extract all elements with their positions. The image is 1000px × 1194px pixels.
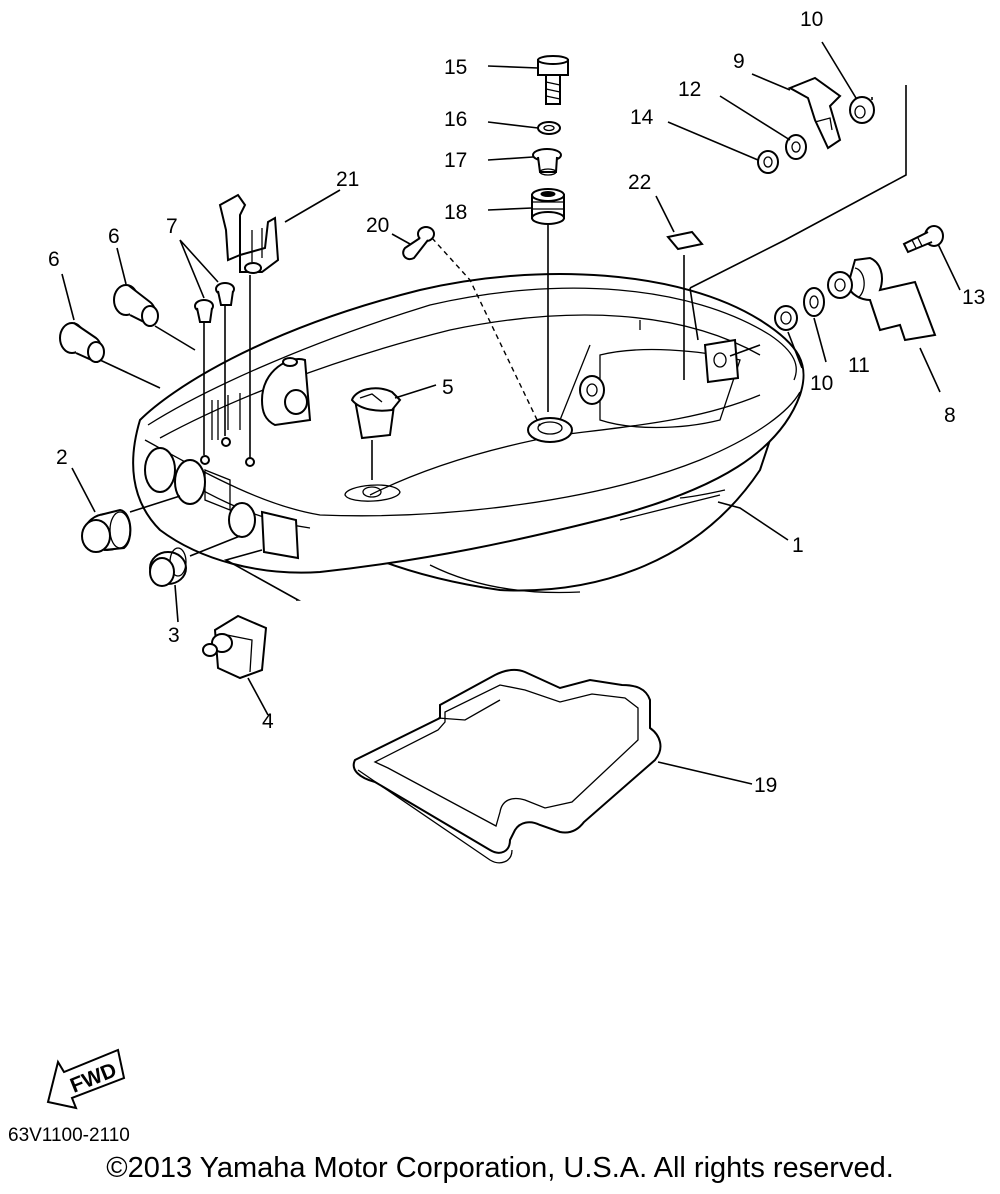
callout-2: 2	[56, 446, 68, 469]
callout-18: 18	[444, 201, 467, 224]
callout-17: 17	[444, 149, 467, 172]
callout-labels: 1 2 3 4 5 6 6 7 8 9 10 10 11 12 13 14 15…	[48, 8, 985, 797]
plug-part-7a	[194, 299, 214, 323]
washer-part-16	[537, 121, 561, 135]
callout-11: 11	[848, 354, 870, 377]
callout-6-right: 6	[108, 225, 120, 248]
nut-part-10-bottom	[774, 305, 798, 331]
grommet-part-3	[149, 547, 187, 587]
bracket-part-21	[218, 193, 280, 274]
callout-10-bottom: 10	[810, 372, 833, 395]
plug-part-6-left	[59, 322, 105, 364]
leader-lines	[61, 41, 961, 785]
callout-16: 16	[444, 108, 467, 131]
callout-4: 4	[262, 710, 274, 733]
callout-20: 20	[366, 214, 389, 237]
plate-part-9	[787, 76, 842, 150]
callout-3: 3	[168, 624, 180, 647]
bracket-part-8	[827, 256, 937, 342]
callout-1: 1	[792, 534, 804, 557]
callout-7: 7	[166, 215, 178, 238]
plug-part-7b	[215, 282, 235, 306]
grommet-part-18	[531, 188, 565, 225]
label-part-22	[666, 230, 704, 251]
bolt-part-15	[537, 55, 569, 105]
gasket-part-19	[352, 668, 662, 864]
grommet-part-4	[202, 614, 268, 680]
grommet-part-2	[81, 508, 132, 553]
clip-nut-part-5	[350, 387, 402, 440]
callout-21: 21	[336, 168, 359, 191]
callout-6-left: 6	[48, 248, 60, 271]
washer-part-11	[803, 287, 825, 317]
washer-part-12	[785, 134, 807, 160]
bolt-part-13	[902, 225, 944, 254]
nut-part-10-top	[849, 96, 875, 124]
callout-13: 13	[962, 286, 985, 309]
screw-part-20	[402, 226, 435, 260]
callout-15: 15	[444, 56, 467, 79]
drawing-code: 63V1100-2110	[8, 1125, 130, 1146]
callout-8: 8	[944, 404, 956, 427]
collar-part-17	[532, 148, 562, 176]
callout-19: 19	[754, 774, 777, 797]
callout-10-top: 10	[800, 8, 823, 31]
callout-12: 12	[678, 78, 701, 101]
fwd-direction-arrow: FWD	[46, 1048, 126, 1110]
callout-14: 14	[630, 106, 654, 129]
nut-part-14	[757, 150, 779, 174]
bottom-cowling-part-1	[132, 273, 805, 594]
callout-5: 5	[442, 376, 454, 399]
callout-22: 22	[628, 171, 651, 194]
callout-9: 9	[733, 50, 745, 73]
copyright-notice: ©2013 Yamaha Motor Corporation, U.S.A. A…	[106, 1152, 894, 1184]
plug-part-6-right	[113, 284, 159, 327]
